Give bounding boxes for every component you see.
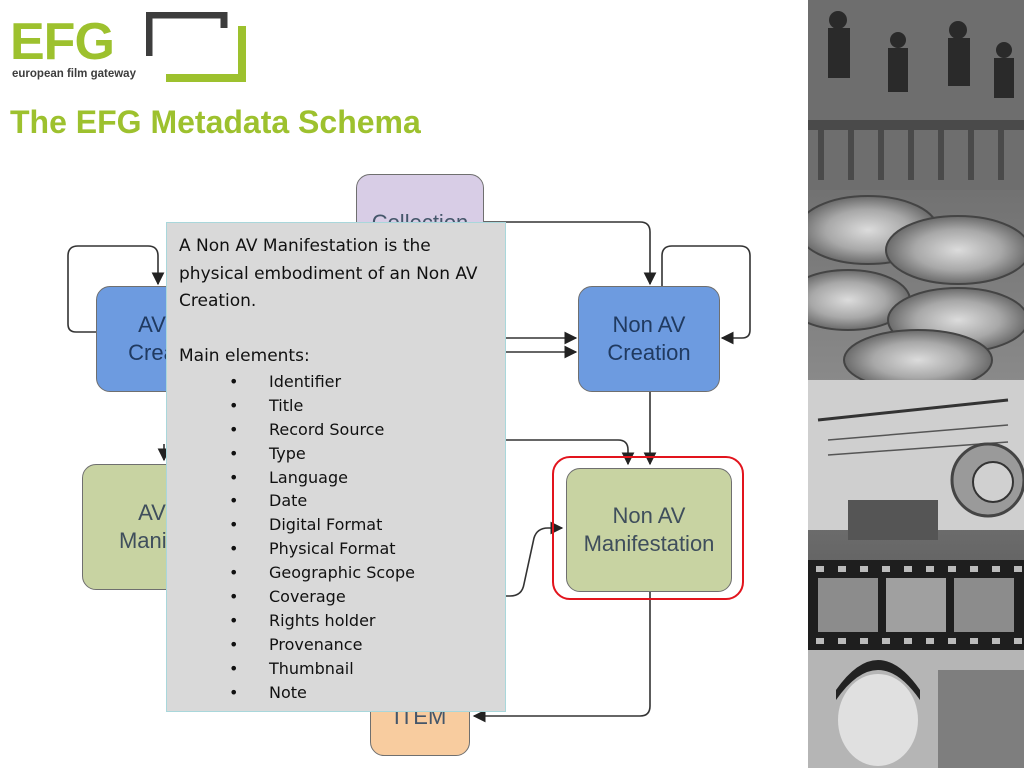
bullet-icon: • bbox=[229, 539, 239, 559]
logo-frame-icon bbox=[146, 12, 246, 82]
list-item: • Coverage bbox=[179, 585, 493, 609]
popup-intro: A Non AV Manifestation is the physical e… bbox=[179, 236, 478, 311]
list-item: • Provenance bbox=[179, 633, 493, 657]
element-title: Title bbox=[269, 395, 304, 415]
edge-into-nonav-manifestation bbox=[505, 521, 564, 597]
bullet-icon: • bbox=[229, 610, 239, 630]
list-item: • Geographic Scope bbox=[179, 561, 493, 585]
bullet-icon: • bbox=[229, 443, 239, 463]
element-digital-format: Digital Format bbox=[269, 515, 383, 535]
element-language: Language bbox=[269, 467, 348, 487]
popup-element-list: •Identifier •Title •Record Source •Type … bbox=[179, 370, 493, 704]
element-geographic-scope: Geographic Scope bbox=[269, 563, 415, 583]
list-item: • Record Source bbox=[179, 418, 493, 442]
node-non-av-manifestation-line1: Non AV bbox=[612, 503, 686, 528]
element-coverage: Coverage bbox=[269, 587, 346, 607]
page-title: The EFG Metadata Schema bbox=[10, 104, 421, 140]
list-item: • Identifier bbox=[179, 370, 493, 394]
list-item: • Physical Format bbox=[179, 537, 493, 561]
node-non-av-creation-line2: Creation bbox=[607, 340, 691, 365]
bullet-icon: • bbox=[229, 587, 239, 607]
element-record-source: Record Source bbox=[269, 419, 385, 439]
element-rights-holder: Rights holder bbox=[269, 610, 376, 630]
logo-tagline: european film gateway bbox=[12, 68, 136, 80]
node-av-creation-line1: AV bbox=[138, 312, 166, 337]
list-item: • Note bbox=[179, 681, 493, 705]
highlight-ring bbox=[552, 456, 744, 600]
list-item: • Digital Format bbox=[179, 513, 493, 537]
edge-nonav-creation-self bbox=[661, 245, 751, 345]
list-item: • Title bbox=[179, 394, 493, 418]
info-popup: A Non AV Manifestation is the physical e… bbox=[166, 222, 506, 712]
bullet-icon: • bbox=[229, 658, 239, 678]
node-av-manifestation-line1: AV bbox=[138, 500, 166, 525]
list-item: • Rights holder bbox=[179, 609, 493, 633]
element-physical-format: Physical Format bbox=[269, 539, 396, 559]
element-thumbnail: Thumbnail bbox=[269, 658, 354, 678]
element-date: Date bbox=[269, 491, 308, 511]
element-type: Type bbox=[269, 443, 306, 463]
element-provenance: Provenance bbox=[269, 634, 363, 654]
node-non-av-manifestation-line2: Manifestation bbox=[583, 531, 715, 556]
film-collage-art bbox=[808, 0, 1024, 768]
diagram-connectors bbox=[67, 221, 751, 723]
logo-brand: EFG bbox=[10, 13, 115, 71]
element-identifier: Identifier bbox=[269, 372, 342, 391]
bullet-icon: • bbox=[229, 419, 239, 439]
list-item: • Language bbox=[179, 466, 493, 490]
list-item: • Date bbox=[179, 489, 493, 513]
bullet-icon: • bbox=[229, 491, 239, 511]
bullet-icon: • bbox=[229, 634, 239, 654]
popup-heading: Main elements: bbox=[179, 345, 310, 366]
film-collage-image bbox=[808, 0, 1024, 768]
bullet-icon: • bbox=[229, 467, 239, 487]
list-item: • Type bbox=[179, 442, 493, 466]
node-non-av-creation[interactable]: Non AV Creation bbox=[578, 286, 720, 392]
element-note: Note bbox=[269, 682, 307, 702]
edge-curve-to-manifestation bbox=[505, 439, 635, 466]
node-non-av-manifestation[interactable]: Non AV Manifestation bbox=[566, 468, 732, 592]
bullet-icon: • bbox=[229, 515, 239, 535]
edge-av-creation-self bbox=[67, 245, 165, 333]
node-non-av-creation-line1: Non AV bbox=[612, 312, 686, 337]
bullet-icon: • bbox=[229, 682, 239, 702]
bullet-icon: • bbox=[229, 372, 239, 391]
list-item: • Thumbnail bbox=[179, 657, 493, 681]
edge-nonav-manifestation-item bbox=[472, 592, 651, 723]
efg-logo: EFG european film gateway bbox=[10, 12, 250, 84]
edge-collection-nonav-creation bbox=[484, 221, 657, 286]
bullet-icon: • bbox=[229, 395, 239, 415]
bullet-icon: • bbox=[229, 563, 239, 583]
